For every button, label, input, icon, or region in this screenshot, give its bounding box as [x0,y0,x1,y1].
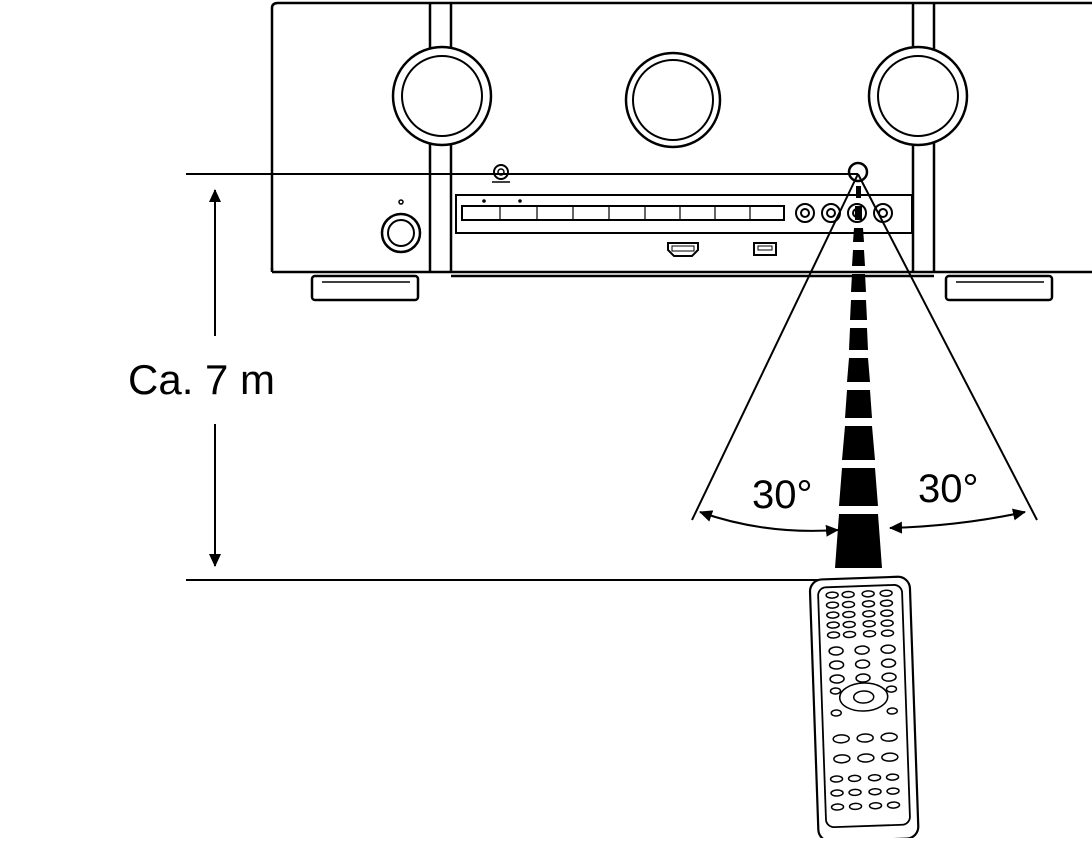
angle-arc-right [889,508,1026,534]
angle-arc-left [699,510,839,537]
distance-dimension [186,173,858,581]
dpad-center [852,690,875,704]
ir-beam [835,186,882,568]
display-window [461,205,785,221]
knob-left [391,45,493,147]
ir-coverage-cone [691,173,1038,537]
av-receiver [270,1,1092,302]
power-led [398,199,404,205]
knob-center [624,51,722,149]
knob-right [867,45,969,147]
remote-control [808,575,920,843]
angle-label-right: 30° [918,467,979,511]
receiver-foot-right [944,274,1054,302]
receiver-foot-left [310,274,420,302]
angle-label-left: 30° [752,473,813,517]
cone-edge-left [691,173,859,521]
cone-edge-right [857,173,1038,521]
distance-label: Ca. 7 m [128,356,275,403]
remote-buttons [825,589,901,811]
ir-sensor [847,161,869,183]
